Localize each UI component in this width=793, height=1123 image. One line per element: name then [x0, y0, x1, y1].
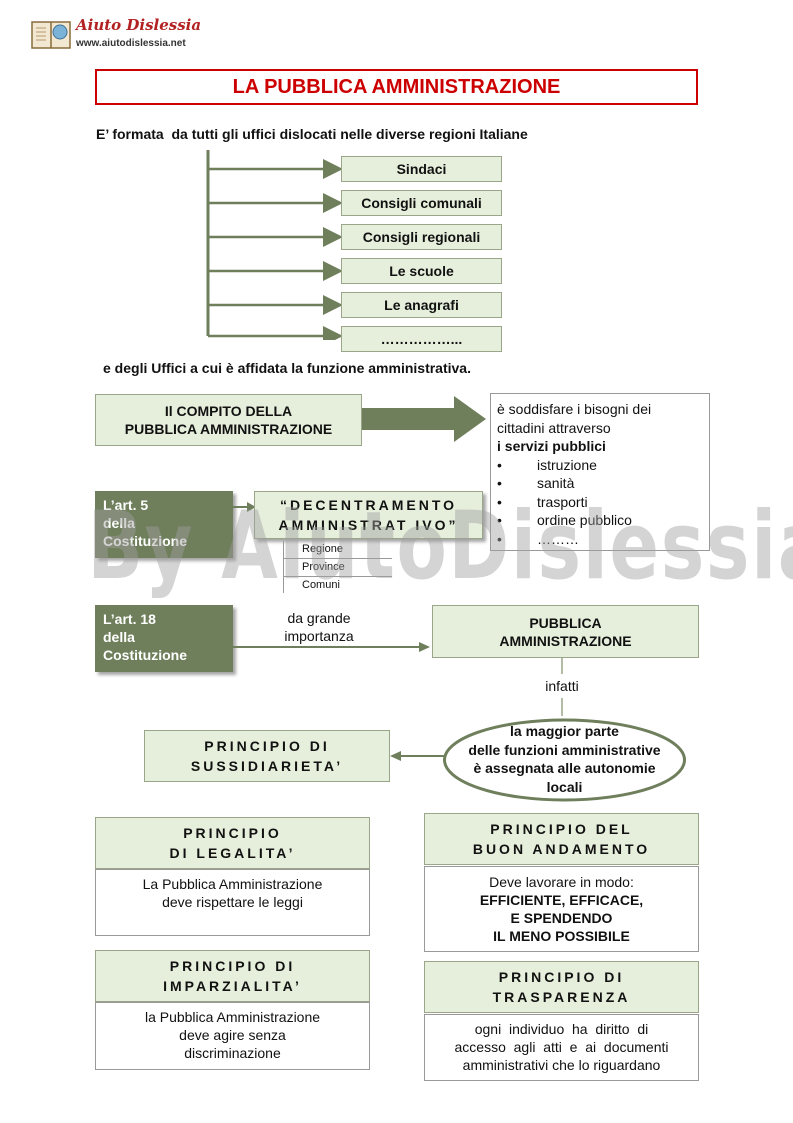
decentramento-line2: AMMINISTRAT IVO”	[278, 517, 459, 533]
office-consigli-comunali: Consigli comunali	[341, 190, 502, 216]
trasparenza-desc: ogni individuo ha diritto di accesso agl…	[424, 1014, 699, 1081]
art18-arrow	[233, 642, 430, 652]
office-sindaci: Sindaci	[341, 156, 502, 182]
autonomie-text: la maggior parte delle funzioni amminist…	[468, 723, 661, 795]
sussidiarieta-box: PRINCIPIO DI SUSSIDIARIETA’	[144, 730, 390, 782]
levels-list: Regione Province Comuni	[283, 541, 392, 593]
offices-tree-connector	[206, 150, 343, 340]
legalita-desc: La Pubblica Amministrazione deve rispett…	[95, 869, 370, 936]
office-altro: ……………...	[341, 326, 502, 352]
trasparenza-title: PRINCIPIO DI TRASPARENZA	[424, 961, 699, 1013]
decentramento-box: “DECENTRAMENTO AMMINISTRAT IVO”	[254, 491, 483, 539]
service-item: •trasporti	[497, 493, 588, 510]
logo: Aiuto Dislessia www.aiutodislessia.net	[30, 16, 210, 56]
infatti-label: infatti	[545, 678, 579, 694]
art18-arrow-label: da grande importanza	[284, 610, 354, 644]
compito-line1: Il COMPITO DELLA	[164, 403, 293, 419]
service-item: •ordine pubblico	[497, 512, 632, 528]
buon-andamento-desc: Deve lavorare in modo: EFFICIENTE, EFFIC…	[424, 866, 699, 952]
level-item: Regione	[284, 541, 392, 559]
decentramento-line1: “DECENTRAMENTO	[279, 497, 458, 513]
autonomie-ellipse	[443, 718, 686, 802]
compito-arrow	[362, 396, 486, 442]
compito-description: è soddisfare i bisogni dei cittadini att…	[490, 393, 710, 551]
autonomie-arrow	[390, 751, 446, 761]
outro-text: e degli Uffici a cui è affidata la funzi…	[103, 360, 471, 376]
intro-text: E’ formata da tutti gli uffici dislocati…	[96, 126, 528, 142]
pa-box: PUBBLICA AMMINISTRAZIONE	[432, 605, 699, 658]
art18-label: L’art. 18 della Costituzione	[95, 605, 233, 672]
page-title-text: LA PUBBLICA AMMINISTRAZIONE	[232, 75, 561, 98]
service-item: •………	[497, 530, 579, 547]
service-item: •sanità	[497, 475, 575, 491]
logo-name: Aiuto Dislessia	[76, 16, 202, 34]
office-anagrafi: Le anagrafi	[341, 292, 502, 318]
legalita-title: PRINCIPIO DI LEGALITA’	[95, 817, 370, 869]
compito-desc-bold: i servizi pubblici	[497, 438, 606, 454]
service-item: •istruzione	[497, 456, 597, 473]
compito-desc-line2: cittadini attraverso	[497, 419, 611, 436]
office-consigli-regionali: Consigli regionali	[341, 224, 502, 250]
logo-url: www.aiutodislessia.net	[76, 38, 186, 49]
book-globe-icon	[31, 21, 71, 49]
art5-arrow	[233, 502, 256, 512]
art5-label: L’art. 5 della Costituzione	[95, 491, 233, 558]
imparzialita-desc: la Pubblica Amministrazione deve agire s…	[95, 1002, 370, 1070]
level-item: Comuni	[302, 579, 340, 591]
office-scuole: Le scuole	[341, 258, 502, 284]
compito-line2: PUBBLICA AMMINISTRAZIONE	[124, 421, 333, 437]
pa-down-connector	[561, 658, 563, 716]
buon-andamento-title: PRINCIPIO DEL BUON ANDAMENTO	[424, 813, 699, 865]
page-title: LA PUBBLICA AMMINISTRAZIONE	[95, 69, 698, 105]
level-item: Province	[284, 559, 392, 577]
compito-box: Il COMPITO DELLA PUBBLICA AMMINISTRAZION…	[95, 394, 362, 446]
imparzialita-title: PRINCIPIO DI IMPARZIALITA’	[95, 950, 370, 1002]
compito-desc-line1: è soddisfare i bisogni dei	[497, 401, 652, 417]
